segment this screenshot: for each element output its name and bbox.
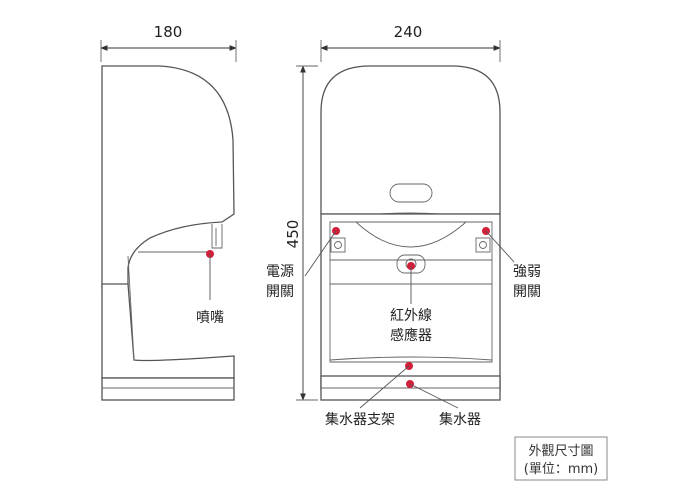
power-switch-label-line1: 電源 — [266, 264, 294, 280]
ir-sensor-label-line1: 紅外線 — [390, 308, 432, 324]
front-handle-slot — [389, 183, 433, 203]
strength-switch-label-line2: 開關 — [513, 284, 541, 300]
nozzle-label: 噴嘴 — [196, 310, 224, 326]
side-lower-body — [101, 283, 235, 379]
tray-label: 集水器 — [439, 411, 481, 428]
side-nozzle-bracket — [211, 224, 223, 249]
power-switch-label-line2: 開關 — [266, 284, 294, 300]
front-upper-housing — [320, 65, 501, 215]
strength-switch-box — [475, 237, 491, 253]
side-base-tray — [101, 377, 235, 401]
side-width-value: 180 — [154, 23, 183, 41]
strength-switch-label-line1: 強弱 — [513, 264, 541, 280]
power-switch-leader — [304, 230, 337, 277]
height-value: 450 — [284, 220, 302, 249]
side-view: 180 噴嘴 — [100, 23, 237, 401]
tray-bracket-label: 集水器支架 — [325, 411, 395, 428]
tray-bracket-edge — [329, 356, 493, 361]
power-switch-box — [330, 237, 346, 253]
legend-unit: (單位：mm) — [524, 462, 598, 477]
legend-box — [514, 436, 608, 481]
tray-leader — [409, 383, 459, 409]
strength-switch-leader — [485, 230, 515, 263]
front-width-value: 240 — [394, 23, 423, 41]
tray-bracket-leader — [359, 365, 410, 409]
front-view: 240 450 電 — [266, 23, 541, 428]
ir-sensor-label-line2: 感應器 — [390, 327, 432, 344]
legend-title: 外觀尺寸圖 — [528, 444, 593, 459]
legend: 外觀尺寸圖 (單位：mm) — [514, 436, 608, 481]
fan-housing-arc — [355, 221, 467, 248]
side-upper-body — [101, 65, 235, 289]
